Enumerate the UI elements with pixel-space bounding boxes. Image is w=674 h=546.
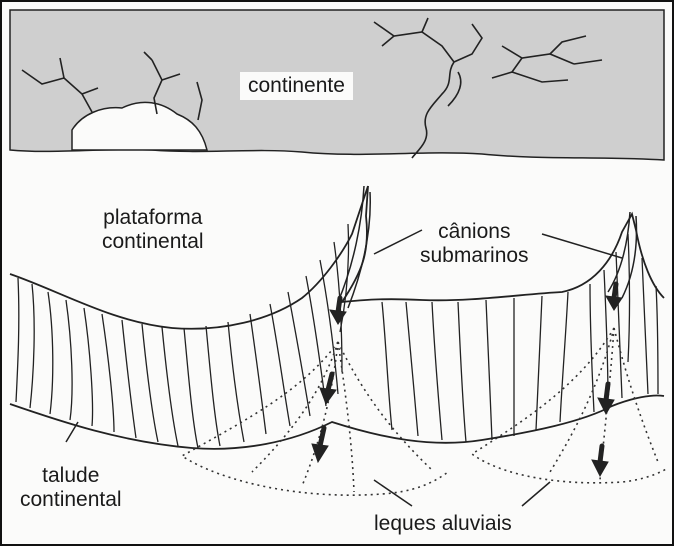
arrow-down-icon xyxy=(614,284,616,298)
slope-base-line xyxy=(10,395,664,448)
arrow-down-icon xyxy=(328,374,332,390)
arrow-down-icon xyxy=(600,446,602,462)
label-talude-line1: talude xyxy=(20,464,122,488)
label-canions-line1: cânions xyxy=(420,220,529,244)
label-leques-aluviais: leques aluviais xyxy=(374,512,512,536)
label-talude-continental: talude continental xyxy=(20,464,122,512)
label-plataforma-continental: plataforma continental xyxy=(102,206,204,254)
arrow-head-icon xyxy=(606,296,622,310)
label-canions-submarinos: cânions submarinos xyxy=(420,220,529,268)
label-talude-line2: continental xyxy=(20,488,122,512)
label-plataforma-line1: plataforma xyxy=(102,206,204,230)
label-plataforma-line2: continental xyxy=(102,230,204,254)
arrow-head-icon xyxy=(312,444,328,462)
label-continente: continente xyxy=(240,72,353,100)
arrow-down-icon xyxy=(606,384,608,400)
arrow-head-icon xyxy=(592,460,608,476)
arrow-head-icon xyxy=(330,310,346,324)
arrow-down-icon xyxy=(338,298,340,312)
arrow-head-icon xyxy=(320,388,336,404)
label-canions-line2: submarinos xyxy=(420,244,529,268)
